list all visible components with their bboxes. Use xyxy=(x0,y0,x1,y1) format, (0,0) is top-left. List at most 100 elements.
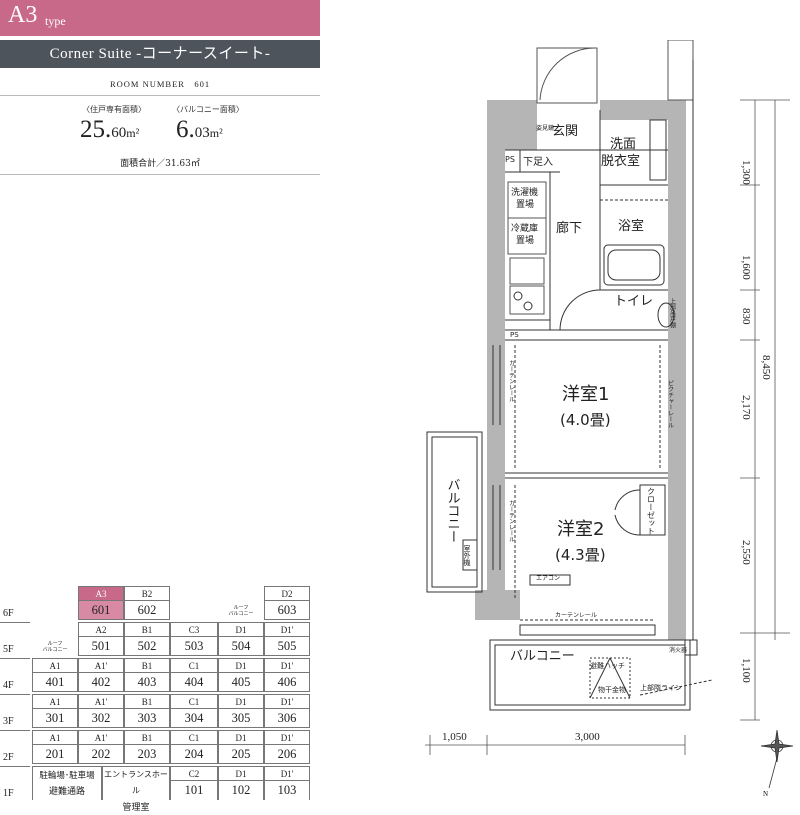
room-label-toilet: トイレ xyxy=(614,294,653,309)
unit-number[interactable]: 504 xyxy=(218,636,264,656)
unit-type: A1 xyxy=(32,730,78,744)
floor-line xyxy=(0,694,30,695)
unit-type: A1 xyxy=(32,658,78,672)
picture-rail-label: ピクチャーレール xyxy=(667,380,674,428)
unit-type: C2 xyxy=(170,766,218,780)
unit-type: C1 xyxy=(170,694,218,708)
dimension-label: 2,550 xyxy=(740,540,752,565)
unit-number[interactable]: 204 xyxy=(170,744,218,764)
ps-label: PS xyxy=(505,155,515,164)
compass-icon: N xyxy=(760,729,794,798)
floor-label: 5F xyxy=(3,644,14,655)
room-label-hallway: 廊下 xyxy=(556,220,582,236)
floor-label: 3F xyxy=(3,716,14,727)
unit-number[interactable]: 503 xyxy=(170,636,218,656)
balcony-area-value: 6.03m² xyxy=(176,116,223,143)
floor-label: 4F xyxy=(3,680,14,691)
curtain-rail-label-1: カーテンレール xyxy=(508,360,515,402)
unit-number[interactable]: 602 xyxy=(124,600,170,620)
floor-table: 6F 5F 4F 3F 2F 1F A3 601 B2 602 ルーフバルコニー… xyxy=(0,586,320,812)
balcony-area-label: 〈バルコニー面積〉 xyxy=(172,105,244,114)
floor-plan: 玄関 姿見鏡 PS 下足入 洗面 脱衣室 洗濯機 置場 冷蔵庫 置場 廊下 浴室… xyxy=(425,40,790,755)
balcony-label-bottom: バルコニー xyxy=(510,649,575,664)
type-banner xyxy=(0,0,320,36)
suite-name: Corner Suite -コーナースイート- xyxy=(0,40,320,68)
floor-line xyxy=(0,658,30,659)
unit-number[interactable]: 203 xyxy=(124,744,170,764)
unit-type: D1 xyxy=(218,658,264,672)
fridge-label-2: 置場 xyxy=(516,234,534,246)
unit-number[interactable]: 501 xyxy=(78,636,124,656)
unit-type: C3 xyxy=(170,622,218,636)
unit-type: C1 xyxy=(170,658,218,672)
escape-hatch-label: 避難ハッチ xyxy=(590,661,625,670)
unit-number[interactable]: 404 xyxy=(170,672,218,692)
ps-label-2: PS xyxy=(510,331,519,339)
unit-number[interactable]: 505 xyxy=(264,636,310,656)
unit-type: A1' xyxy=(78,694,124,708)
unit-number[interactable]: 305 xyxy=(218,708,264,728)
unit-number[interactable]: 406 xyxy=(264,672,310,692)
unit-type: D1' xyxy=(264,766,310,780)
room-label-bathroom: 浴室 xyxy=(618,218,644,234)
entrance-hall-area: エントランスホール 管理室 xyxy=(102,766,170,812)
dimension-label: 1,050 xyxy=(442,731,467,743)
room-number-label: ROOM NUMBER xyxy=(109,79,185,89)
unit-number[interactable]: 202 xyxy=(78,744,124,764)
unit-number[interactable]: 302 xyxy=(78,708,124,728)
unit-type: D1 xyxy=(218,730,264,744)
floor-line xyxy=(0,730,30,731)
upper-floor-line-label: 上部階ライン xyxy=(640,683,682,692)
floor-label: 2F xyxy=(3,752,14,763)
dimension-label: 830 xyxy=(740,308,752,325)
bicycle-parking-area: 駐輪場･駐車場 避難通路 xyxy=(32,766,102,800)
roof-balcony-note: ルーフバルコニー xyxy=(42,642,68,653)
unit-number[interactable]: 402 xyxy=(78,672,124,692)
unit-number[interactable]: 201 xyxy=(32,744,78,764)
unit-number[interactable]: 603 xyxy=(264,600,310,620)
total-area: 面積合計／31.63㎡ xyxy=(120,159,200,169)
roof-balcony-note: ルーフバルコニー xyxy=(228,606,254,617)
unit-number[interactable]: 301 xyxy=(32,708,78,728)
compass-north-label: N xyxy=(763,790,768,798)
unit-number[interactable]: 206 xyxy=(264,744,310,764)
private-area-label: 〈住戸専有面積〉 xyxy=(82,105,146,114)
room-number-row: ROOM NUMBER 601 xyxy=(0,79,320,89)
dimension-label: 1,600 xyxy=(740,255,752,280)
unit-number[interactable]: 205 xyxy=(218,744,264,764)
unit-type-selected: A3 xyxy=(78,586,124,600)
room-label-washroom-2: 脱衣室 xyxy=(601,153,640,169)
unit-type: B1 xyxy=(124,622,170,636)
unit-type: D1' xyxy=(264,694,310,708)
curtain-rail-label: カーテンレール xyxy=(555,612,597,619)
dimension-label: 1,300 xyxy=(740,160,752,185)
unit-type: C1 xyxy=(170,730,218,744)
dimension-label: 3,000 xyxy=(575,731,600,743)
unit-type: D2 xyxy=(264,586,310,600)
dimension-label: 2,170 xyxy=(740,395,752,420)
room-label-entrance: 玄関 xyxy=(552,124,578,139)
unit-number[interactable]: 303 xyxy=(124,708,170,728)
unit-number[interactable]: 405 xyxy=(218,672,264,692)
unit-number[interactable]: 306 xyxy=(264,708,310,728)
unit-type: A1 xyxy=(32,694,78,708)
room-label-washroom: 洗面 xyxy=(610,137,636,152)
balcony-label-side: バルコニー xyxy=(445,478,461,543)
unit-number[interactable]: 403 xyxy=(124,672,170,692)
unit-type: D1 xyxy=(218,622,264,636)
unit-type: B2 xyxy=(124,586,170,600)
unit-number[interactable]: 401 xyxy=(32,672,78,692)
dimension-label: 1,100 xyxy=(740,658,752,683)
unit-type: D1' xyxy=(264,622,310,636)
storage-label: 上部吊戸棚 xyxy=(669,297,676,329)
unit-type: A2 xyxy=(78,622,124,636)
unit-number[interactable]: 101 xyxy=(170,780,218,800)
room-size-western-2: (4.3畳) xyxy=(555,546,606,564)
unit-number[interactable]: 102 xyxy=(218,780,264,800)
unit-number-selected[interactable]: 601 xyxy=(78,600,124,620)
unit-number[interactable]: 502 xyxy=(124,636,170,656)
unit-number[interactable]: 304 xyxy=(170,708,218,728)
unit-number[interactable]: 103 xyxy=(264,780,310,800)
drying-hardware-label: 物干金物 xyxy=(598,685,626,694)
unit-type: D1 xyxy=(218,766,264,780)
